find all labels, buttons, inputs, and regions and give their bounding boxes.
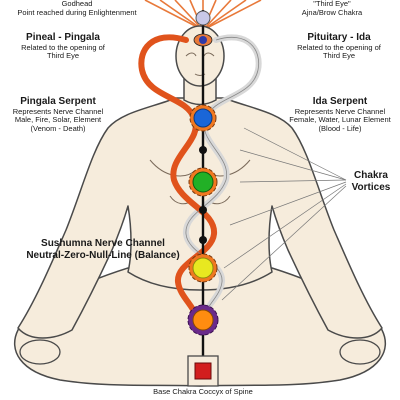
chakra-brow — [193, 33, 213, 47]
pineal-label: Pineal - Pingala Related to the opening … — [8, 32, 118, 61]
pituitary-title: Pituitary - Ida — [307, 32, 371, 43]
sushumna-line-1: Sushumna Nerve Channel — [41, 238, 165, 249]
third-eye-label: "Third Eye" Ajna/Brow Chakra — [272, 0, 392, 17]
ida-serpent-label: Ida Serpent Represents Nerve Channel Fem… — [282, 96, 398, 133]
ida-serpent-outline — [185, 37, 260, 331]
base-chakra-label: Base Chakra Coccyx of Spine — [120, 387, 286, 397]
pingala-line-2: Male, Fire, Solar, Element — [14, 115, 102, 125]
sushumna-line-2: Neutral-Zero-Null-Line (Balance) — [26, 249, 180, 261]
pingala-title: Pingala Serpent — [20, 96, 96, 107]
pingala-serpent — [138, 34, 217, 333]
godhead-title: Godhead — [61, 0, 93, 8]
godhead-label: Godhead Point reached during Enlightenme… — [2, 0, 152, 17]
pituitary-label: Pituitary - Ida Related to the opening o… — [284, 32, 394, 61]
ida-title: Ida Serpent — [312, 96, 368, 107]
godhead-subtitle: Point reached during Enlightenment — [17, 7, 137, 17]
chakra-crown — [195, 10, 211, 26]
chakra-solar-plexus — [188, 253, 218, 283]
chakra-throat — [189, 104, 217, 132]
chakra-title-1: Chakra — [354, 170, 388, 181]
third-eye-subtitle: Ajna/Brow Chakra — [301, 7, 363, 17]
ida-line-2: Female, Water, Lunar Element — [289, 115, 391, 125]
pineal-title: Pineal - Pingala — [26, 32, 100, 43]
pituitary-line-1: Related to the opening of — [297, 42, 381, 52]
chakra-vortices-label: Chakra Vortices — [344, 170, 398, 193]
pineal-line-1: Related to the opening of — [21, 42, 105, 52]
ida-line-1: Represents Nerve Channel — [294, 106, 386, 116]
third-eye-title: "Third Eye" — [313, 0, 351, 8]
pingala-serpent-label: Pingala Serpent Represents Nerve Channel… — [2, 96, 114, 133]
chakra-root — [187, 355, 219, 387]
pineal-line-2: Third Eye — [46, 51, 80, 61]
base-chakra-text: Base Chakra Coccyx of Spine — [153, 387, 253, 396]
chakra-pointer-lines — [221, 127, 347, 301]
pituitary-line-2: Third Eye — [322, 51, 356, 61]
pingala-line-1: Represents Nerve Channel — [12, 106, 104, 116]
channel-nodes — [199, 146, 207, 244]
chakra-heart — [188, 167, 218, 197]
chakra-title-2: Vortices — [351, 181, 391, 193]
ida-line-3: (Blood - Life) — [318, 123, 362, 133]
hands — [19, 339, 381, 365]
pingala-line-3: (Venom - Death) — [30, 123, 86, 133]
sushumna-label: Sushumna Nerve Channel Neutral-Zero-Null… — [8, 238, 198, 261]
chakra-sacral — [187, 304, 219, 336]
